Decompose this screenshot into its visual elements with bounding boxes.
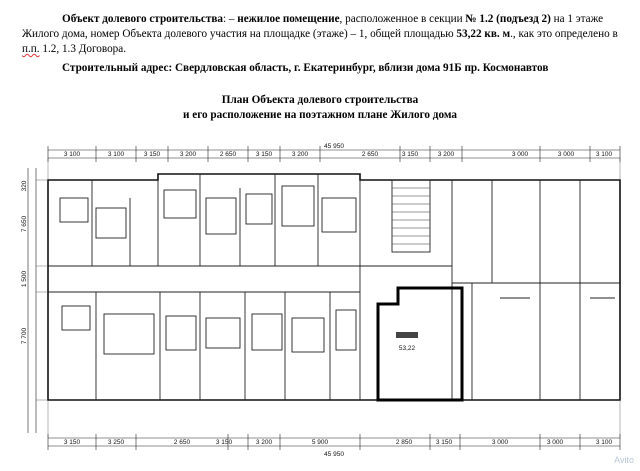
ref-pp: п.п.: [22, 43, 40, 55]
top-dim: 3 200: [180, 151, 197, 158]
column-grid: [36, 158, 621, 438]
left-dim: 320: [21, 180, 28, 191]
section-number: № 1.2 (подъезд 2): [465, 13, 551, 25]
top-dim: 3 100: [596, 151, 613, 158]
top-dim: 2 650: [362, 151, 379, 158]
plan-title-line2: и его расположение на поэтажном плане Жи…: [183, 109, 457, 121]
top-dim: 2 650: [220, 151, 237, 158]
highlighted-unit: 53,22: [376, 286, 464, 402]
top-dim: 3 000: [558, 151, 575, 158]
stair-hatch: [392, 187, 430, 245]
bottom-dim: 3 150: [64, 439, 81, 446]
bottom-dim: 3 150: [436, 439, 453, 446]
bottom-total-dim: 45 950: [324, 451, 344, 458]
bottom-dim: 3 100: [596, 439, 613, 446]
unit-area-label: 53,22: [399, 345, 416, 352]
top-dim: 3 100: [108, 151, 125, 158]
object-text2: на 1 этаже Жилого дома, номер Объекта до…: [22, 13, 604, 40]
bottom-dim: 3 000: [547, 439, 564, 446]
object-sep: : –: [222, 13, 238, 25]
top-dim: 3 200: [438, 151, 455, 158]
plan-title: План Объекта долевого строительства и ег…: [0, 93, 640, 123]
bottom-dim: 5 900: [312, 439, 329, 446]
bottom-dim: 3 150: [216, 439, 233, 446]
left-dim: 7 700: [21, 327, 28, 344]
floor-plan: 45 950 45 950 3 100 3 100 3 150 3 200 2 …: [21, 143, 621, 458]
bottom-dim: 2 650: [174, 439, 191, 446]
top-dim: 3 150: [256, 151, 273, 158]
watermark: Avito: [614, 455, 634, 465]
top-dim: 3 150: [144, 151, 161, 158]
top-total-dim: 45 950: [324, 143, 344, 150]
top-dim: 3 100: [64, 151, 81, 158]
object-description: Объект долевого строительства: – нежилое…: [22, 12, 622, 57]
interior-walls: [48, 174, 620, 400]
object-area: 53,22 кв. м: [456, 28, 511, 40]
bottom-dim: 3 200: [256, 439, 273, 446]
construction-address: Строительный адрес: Свердловская область…: [62, 62, 549, 74]
object-label: Объект долевого строительства: [62, 13, 223, 25]
plan-title-line1: План Объекта долевого строительства: [221, 94, 419, 106]
top-dim: 3 000: [512, 151, 529, 158]
top-dim: 3 200: [292, 151, 309, 158]
left-dim: 7 650: [21, 215, 28, 232]
object-text4: 1.2, 1.3 Договора.: [39, 43, 127, 55]
bottom-dim: 3 000: [492, 439, 509, 446]
bottom-dim: 2 850: [396, 439, 413, 446]
object-text3: ., как это определено в: [510, 28, 618, 40]
object-text1: , расположенное в секции: [339, 13, 466, 25]
object-type: нежилое помещение: [237, 13, 340, 25]
bottom-dim: 3 250: [108, 439, 125, 446]
building-outline: [47, 173, 621, 401]
left-dim: 1 500: [21, 270, 28, 287]
top-dim: 3 150: [402, 151, 419, 158]
